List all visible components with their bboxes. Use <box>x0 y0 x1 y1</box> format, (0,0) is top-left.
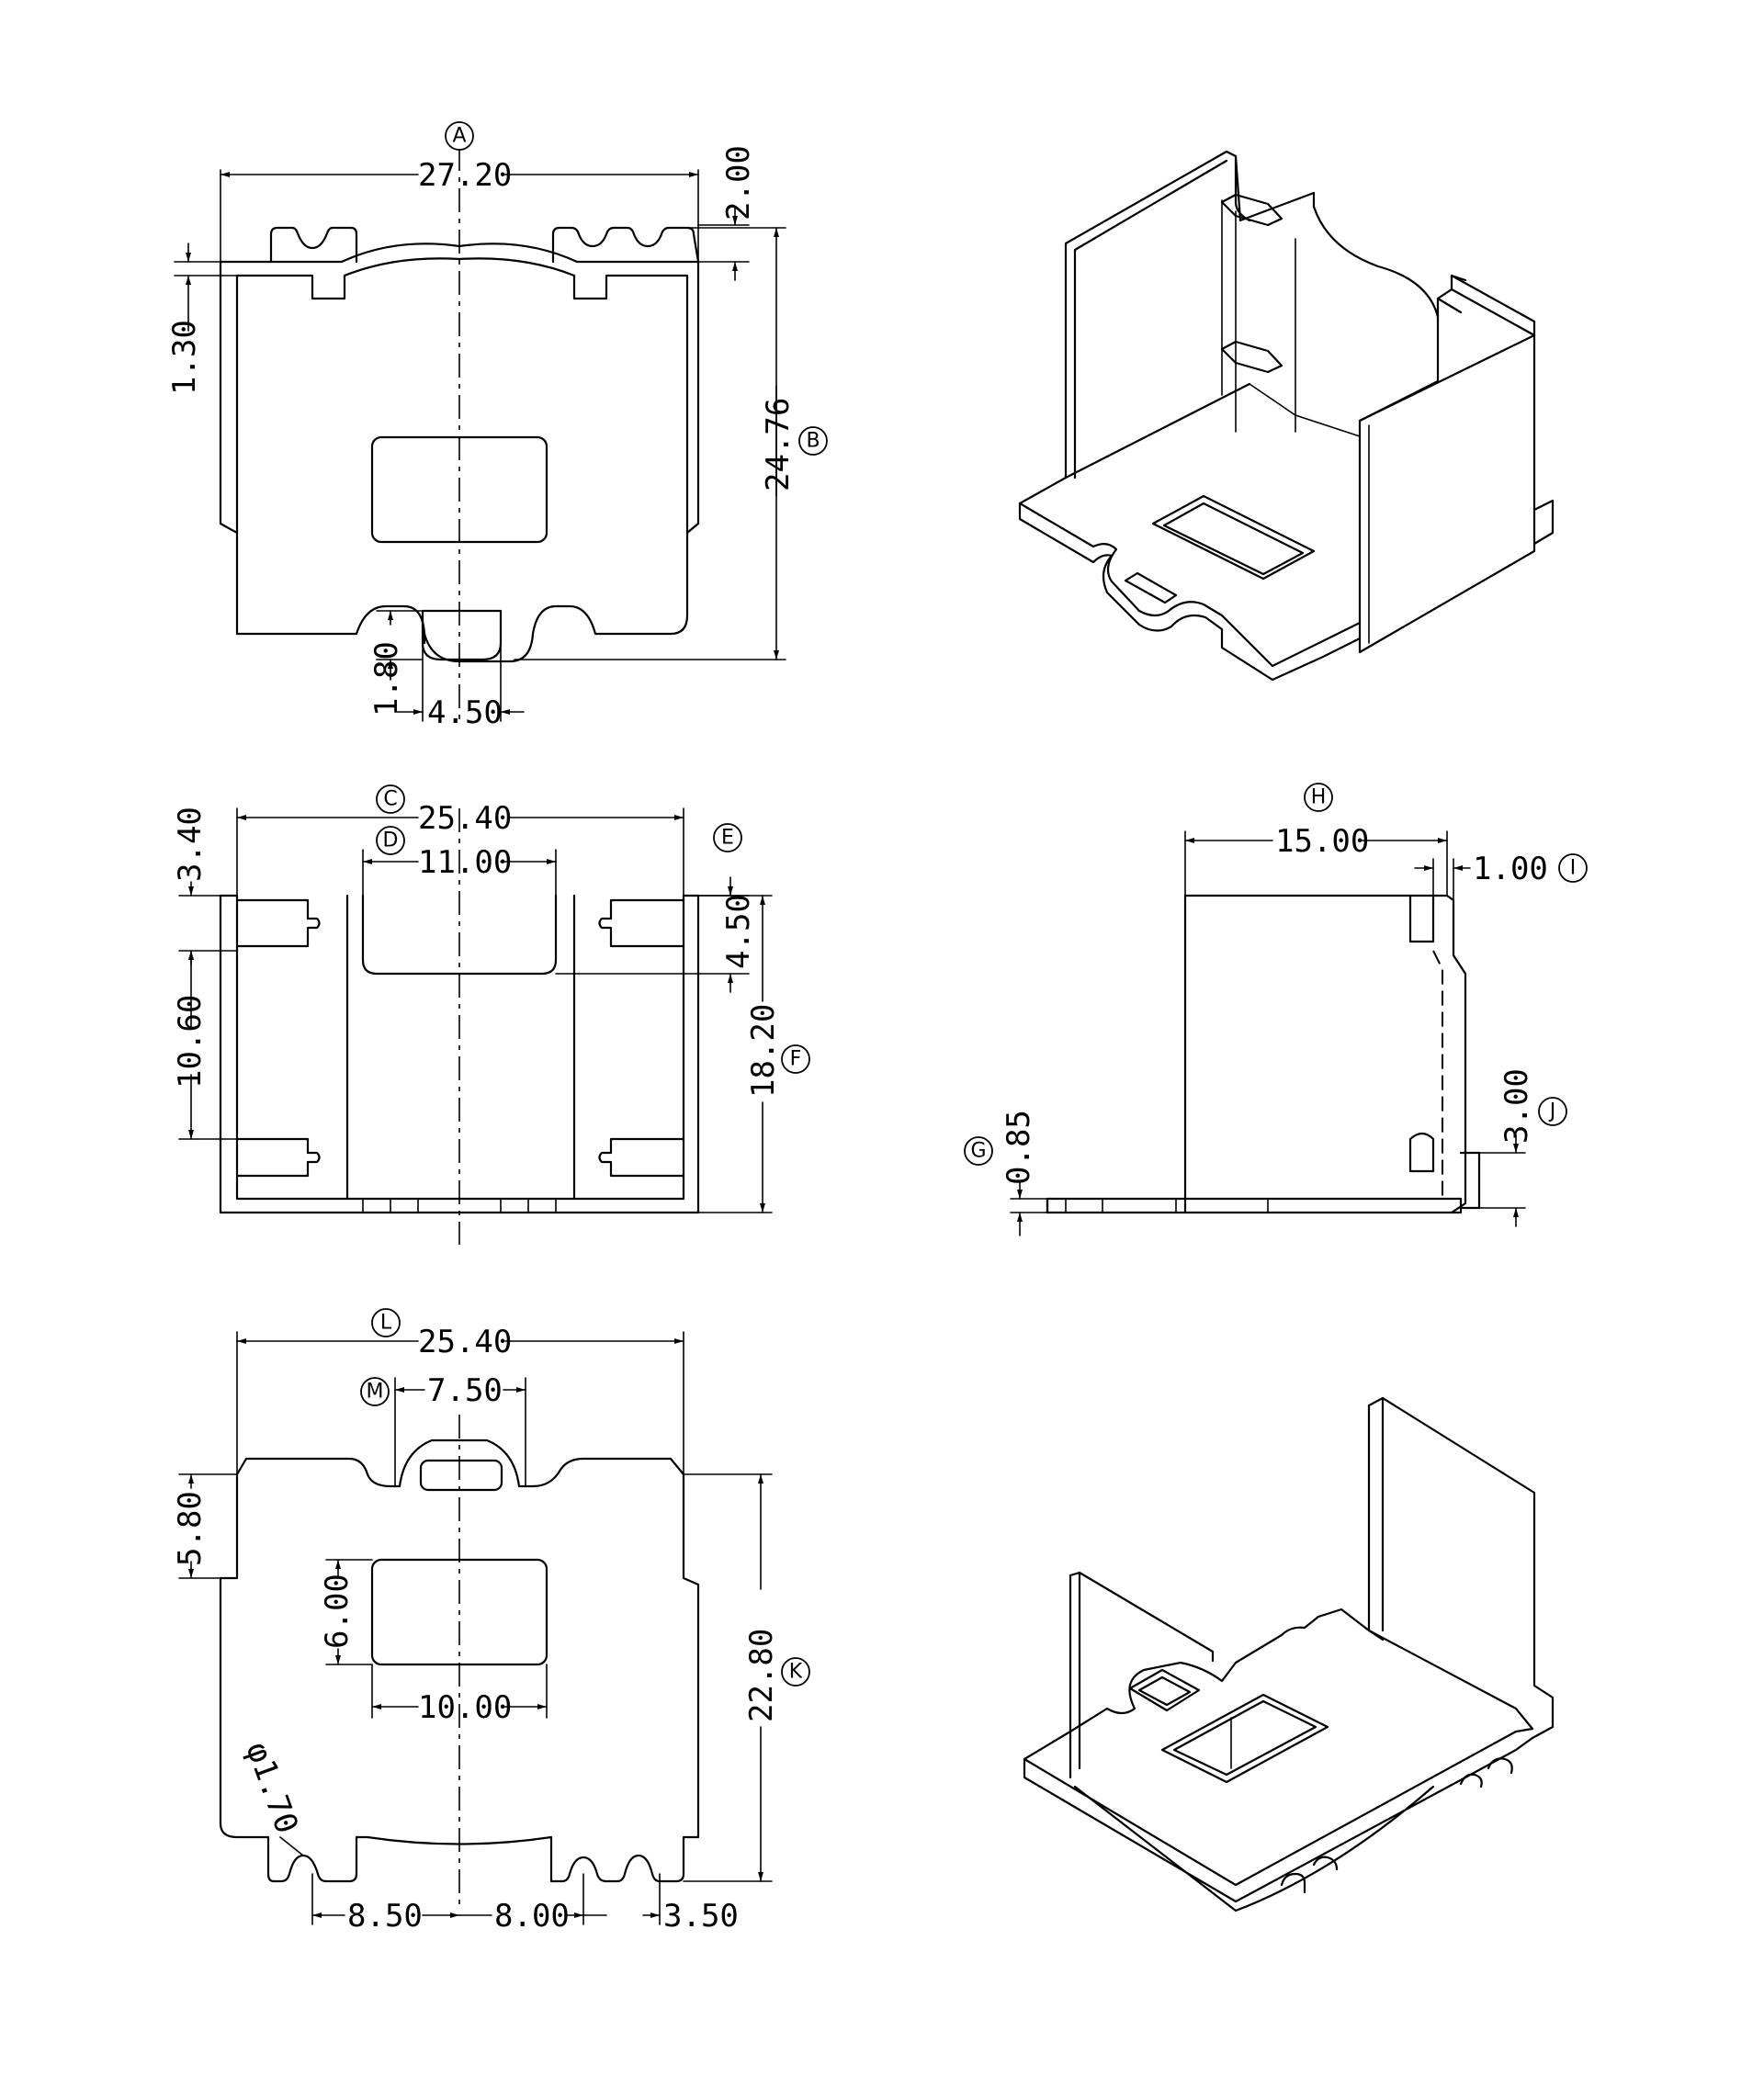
bottom-tab-slot <box>419 1459 503 1492</box>
label-bubble-a: A <box>445 121 474 151</box>
dim-top-height: 24.76 <box>760 398 797 491</box>
label-bubble-l: L <box>371 1308 401 1337</box>
svg-text:D: D <box>383 829 399 852</box>
label-bubble-i: I <box>1558 853 1588 883</box>
dim-top-margin: 3.40 <box>172 807 209 882</box>
dim-notch: 5.80 <box>172 1491 209 1566</box>
dim-pin: 3.00 <box>1498 1068 1535 1144</box>
svg-text:I: I <box>1570 857 1577 880</box>
label-bubble-b: B <box>798 426 828 456</box>
dim-bottom-height: 22.80 <box>743 1629 780 1722</box>
dim-slot-depth: 4.50 <box>720 894 757 969</box>
dim-pitch-c: 3.50 <box>663 1898 739 1935</box>
dim-wall: 1.00 <box>1473 851 1548 887</box>
dim-slot-width: 11.00 <box>418 844 512 881</box>
dim-front-height: 18.20 <box>745 1004 782 1098</box>
dim-top-width: 27.20 <box>418 157 512 194</box>
iso-view-bottom <box>1023 1396 1555 1912</box>
dim-window-height: 6.00 <box>319 1574 356 1649</box>
svg-text:G: G <box>970 1140 986 1163</box>
label-bubble-d: D <box>376 826 405 855</box>
label-bubble-m: M <box>360 1377 390 1406</box>
label-bubble-e: E <box>713 823 742 852</box>
iso-view-top <box>1018 150 1555 682</box>
label-bubble-j: J <box>1538 1097 1567 1126</box>
label-bubble-g: G <box>964 1136 993 1166</box>
top-view: 27.20 A 2.00 24.76 B 1.30 1.80 4.50 <box>166 121 828 731</box>
svg-text:E: E <box>721 827 734 850</box>
svg-text:B: B <box>806 430 820 453</box>
side-view: 15.00 H 1.00 I 0.85 G 3.00 J <box>964 783 1588 1236</box>
svg-text:L: L <box>380 1312 392 1335</box>
dim-bottom-width: 25.40 <box>418 1324 512 1360</box>
svg-text:M: M <box>367 1381 384 1404</box>
dim-tab-depth: 1.80 <box>368 641 405 716</box>
front-view: 25.40 C 11.00 D E 4.50 18.20 F 3.40 <box>172 784 810 1245</box>
dim-pitch-a: 8.50 <box>347 1898 423 1935</box>
svg-text:F: F <box>790 1048 802 1071</box>
dim-tab-width: 4.50 <box>427 694 503 731</box>
dim-side-depth: 15.00 <box>1275 823 1369 860</box>
dim-front-width: 25.40 <box>418 800 512 837</box>
dim-hole: φ1.70 <box>239 1737 306 1838</box>
label-bubble-c: C <box>376 784 405 814</box>
dim-pin-height: 2.00 <box>720 145 757 220</box>
dim-window-width: 10.00 <box>418 1689 512 1726</box>
svg-text:C: C <box>383 788 397 811</box>
dim-middle: 10.60 <box>172 995 209 1089</box>
dim-tab-width-bottom: 7.50 <box>427 1372 503 1409</box>
dim-pitch-b: 8.00 <box>494 1898 570 1935</box>
label-bubble-f: F <box>781 1044 810 1074</box>
svg-text:K: K <box>789 1661 803 1684</box>
dim-base: 0.85 <box>1001 1110 1037 1185</box>
bottom-view: 25.40 L 7.50 M 5.80 6.00 10.00 22.80 K <box>172 1308 810 1935</box>
dim-pin-step: 1.30 <box>166 320 203 395</box>
svg-text:J: J <box>1548 1100 1556 1123</box>
label-bubble-k: K <box>781 1657 810 1687</box>
svg-text:H: H <box>1311 786 1327 809</box>
svg-text:A: A <box>452 125 466 148</box>
label-bubble-h: H <box>1304 783 1333 812</box>
